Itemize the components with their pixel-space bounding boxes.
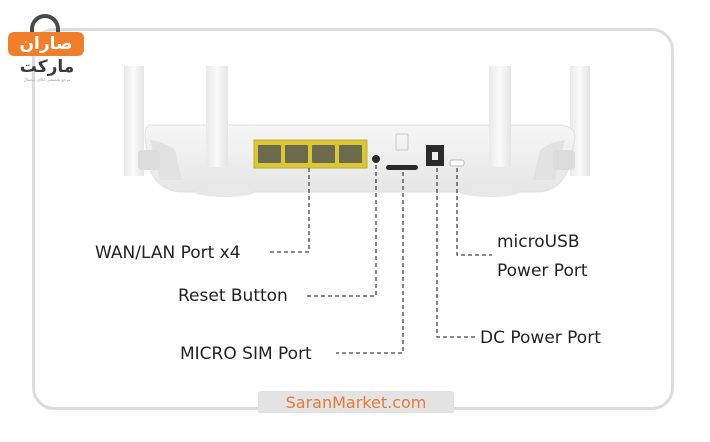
logo-tagline: مرجع تخصصی کالای دیجیتال	[23, 77, 71, 82]
antenna-outer-right	[570, 66, 590, 176]
leader-line-sim	[336, 172, 404, 354]
antenna-outer-left	[124, 66, 144, 176]
callout-wan-lan-port: WAN/LAN Port x4	[95, 243, 241, 263]
leader-line-dc	[436, 168, 476, 338]
leader-line-reset	[306, 165, 377, 297]
brand-logo[interactable]: صاران مارکت مرجع تخصصی کالای دیجیتال	[4, 14, 88, 84]
antenna-inner-right	[489, 66, 511, 167]
antenna-inner-left	[206, 66, 228, 167]
callout-microusb-line1: microUSB	[497, 232, 580, 252]
callout-microusb-line2: Power Port	[497, 261, 588, 281]
callout-dc-power-port: DC Power Port	[480, 328, 601, 348]
callout-micro-sim-port: MICRO SIM Port	[180, 344, 312, 364]
micro-usb-port-icon	[449, 159, 465, 167]
callout-reset-button: Reset Button	[178, 286, 288, 306]
footer-site-link[interactable]: SaranMarket.com	[258, 391, 454, 413]
shopping-bag-handle-icon	[30, 14, 60, 36]
logo-name-line2: مارکت	[19, 57, 75, 77]
sim-slot-icon	[386, 165, 418, 170]
sim-card-icon	[395, 133, 409, 151]
leader-line-wan-lan	[270, 168, 310, 253]
logo-name-line1: صاران	[8, 32, 84, 56]
ethernet-port-icon	[258, 145, 362, 163]
leader-line-usb	[456, 168, 492, 256]
reset-button-icon	[372, 155, 380, 163]
